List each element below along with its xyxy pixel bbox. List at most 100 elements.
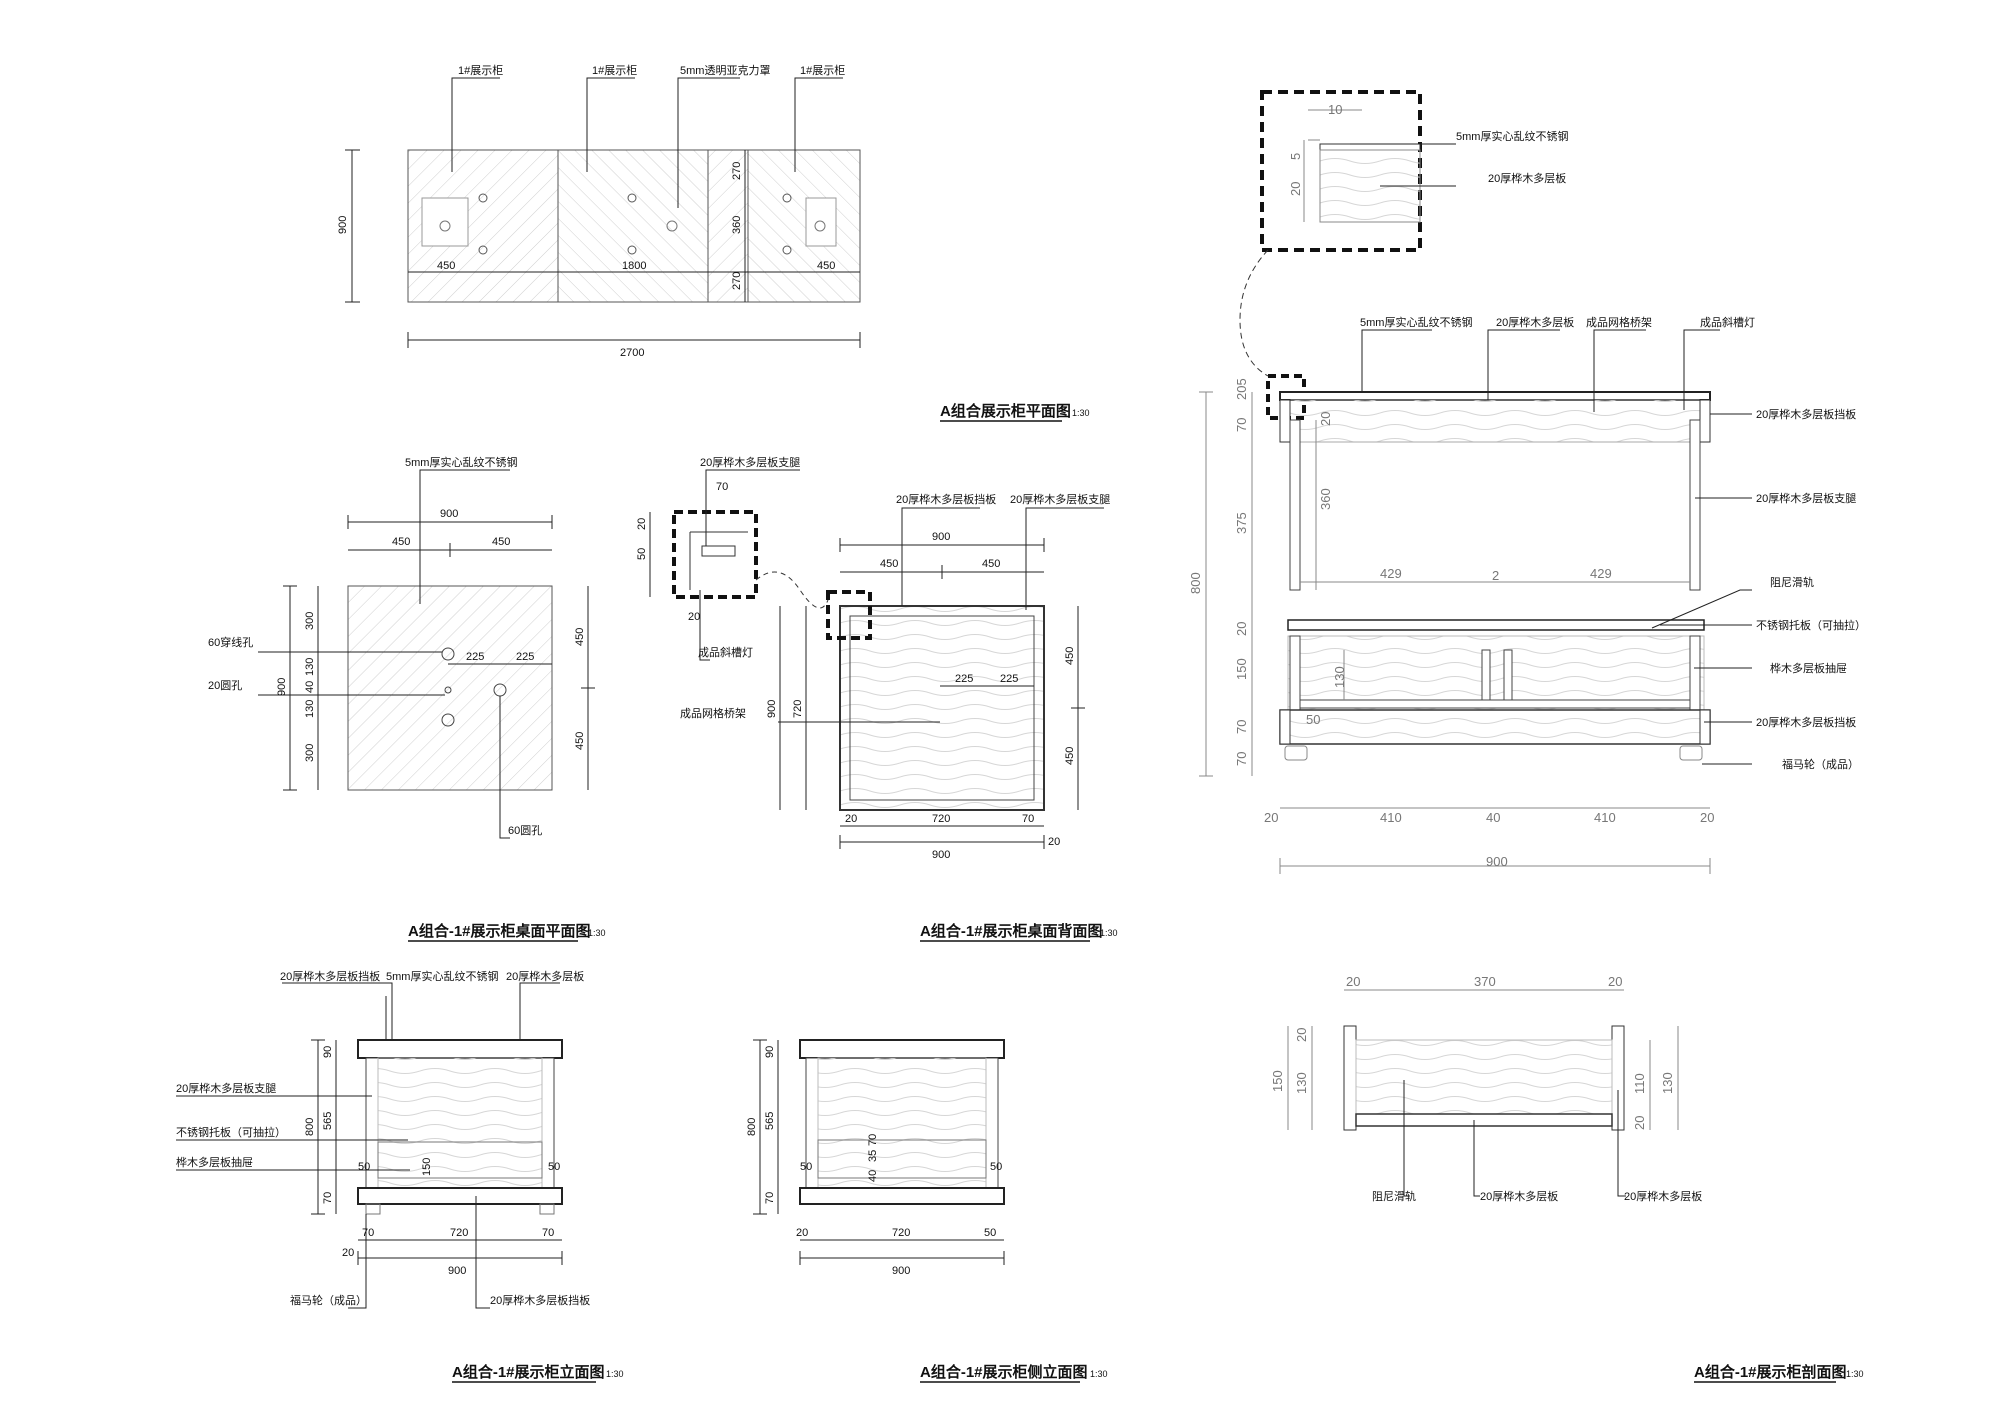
- plan-dim-360: 360: [731, 216, 743, 234]
- plan-hole: [782, 193, 792, 203]
- side-dim-800: 800: [746, 1118, 758, 1136]
- back-dim-2070a: 20: [845, 813, 857, 825]
- section-label-drawer: 桦木多层板抽屉: [1770, 661, 1847, 675]
- section-dim-375: 375: [1234, 512, 1249, 534]
- section-detail-dim-10: 10: [1328, 102, 1342, 117]
- back-dim-225a: 225: [955, 673, 973, 685]
- drawer-label-ply-b: 20厚桦木多层板: [1624, 1189, 1702, 1203]
- section-label-leg: 20厚桦木多层板支腿: [1756, 491, 1856, 505]
- top-dim-300a: 300: [304, 612, 316, 630]
- elev-label-bottom-baffle: 20厚桦木多层板挡板: [490, 1293, 590, 1307]
- section-drawer-left-side: [1289, 635, 1301, 711]
- side-top: [799, 1039, 1005, 1059]
- title-plan: A组合展示柜平面图: [940, 402, 1071, 420]
- title-back: A组合-1#展示柜桌面背面图: [920, 922, 1103, 940]
- top-label-round60: 60圆孔: [508, 824, 542, 837]
- plan-sink-right: [805, 197, 837, 247]
- back-dim-bottom900: 900: [932, 849, 950, 861]
- section-drawer-body: [1287, 635, 1705, 711]
- section-dim-40: 40: [1486, 810, 1500, 825]
- drawer-dim-20d: 20: [1632, 1116, 1647, 1130]
- back-dim-70b: 70: [1022, 813, 1034, 825]
- drawer-dim-150: 150: [1270, 1070, 1285, 1092]
- back-dim-50: 50: [636, 548, 648, 560]
- plan-acrylic-cover: [707, 149, 749, 303]
- elev-dim-20: 20: [342, 1247, 354, 1259]
- top-dim-130b: 130: [304, 700, 316, 718]
- section-label-grid: 成品网格桥架: [1586, 315, 1652, 329]
- section-top-ply: [1279, 399, 1711, 443]
- side-dim-7070: 70: [764, 1192, 776, 1204]
- elev-dim-70a: 70: [362, 1227, 374, 1239]
- elev-dim-7070: 70: [322, 1192, 334, 1204]
- section-detail-label-ply: 20厚桦木多层板: [1488, 171, 1566, 185]
- back-dim-450c: 450: [1064, 647, 1076, 665]
- plan-label-cabinet-c: 1#展示柜: [800, 64, 845, 77]
- section-dim-70c: 70: [1234, 752, 1249, 766]
- top-label-hole20: 20圆孔: [208, 679, 242, 692]
- detail-link: [755, 571, 829, 609]
- side-dim-70: 70: [867, 1134, 879, 1146]
- section-baffle-right: [1699, 399, 1711, 443]
- top-dim-450d: 450: [574, 732, 586, 750]
- section-dim-900: 900: [1486, 854, 1508, 869]
- plan-dim-depth: 900: [337, 216, 349, 234]
- back-dim-70: 70: [716, 481, 728, 493]
- plan-dim-270a: 270: [731, 162, 743, 180]
- back-dim-depth: 900: [766, 700, 778, 718]
- section-base: [1279, 709, 1711, 745]
- drawer-section-body: [1355, 1039, 1613, 1121]
- drawer-section-left: [1343, 1025, 1357, 1131]
- side-dim-565: 565: [764, 1112, 776, 1130]
- plan-hole: [666, 220, 678, 232]
- elev-caster: [365, 1203, 381, 1215]
- section-dim-2: 2: [1492, 568, 1499, 583]
- scale-plan: 1:30: [1072, 408, 1090, 418]
- elev-dim-565: 565: [322, 1112, 334, 1130]
- section-label-ss: 5mm厚实心乱纹不锈钢: [1360, 315, 1472, 329]
- section-drawer-bottom: [1299, 699, 1691, 709]
- back-slab: [839, 605, 1045, 811]
- elev-caster: [539, 1203, 555, 1215]
- plan-dim-right: 450: [817, 260, 835, 272]
- title-side: A组合-1#展示柜侧立面图: [920, 1363, 1088, 1381]
- side-elevation: 900 720 20 50 50 50 800 565 90 70 70 35 …: [746, 1039, 1108, 1383]
- section-dim-30: 20: [1318, 412, 1333, 426]
- plan-hole: [478, 193, 488, 203]
- section-dim-205: 205: [1234, 378, 1249, 400]
- back-dim-720: 720: [932, 813, 950, 825]
- section-top: [1279, 391, 1711, 401]
- title-top-plan: A组合-1#展示柜桌面平面图: [408, 922, 591, 940]
- elev-dim-70b: 70: [542, 1227, 554, 1239]
- top-dim-450b: 450: [492, 536, 510, 548]
- section-dim-20b: 20: [1700, 810, 1714, 825]
- scale-side: 1:30: [1090, 1369, 1108, 1379]
- top-dim-450a: 450: [392, 536, 410, 548]
- elev-dim-50b: 50: [548, 1161, 560, 1173]
- side-dim-90: 90: [764, 1046, 776, 1058]
- plan-hole: [478, 245, 488, 255]
- side-dim-2050a: 20: [796, 1227, 808, 1239]
- section-detail-dim-3: 5: [1288, 153, 1303, 160]
- section-label-ply: 20厚桦木多层板: [1496, 315, 1574, 329]
- detail-box-corner: [826, 590, 872, 640]
- section-caster: [1284, 745, 1308, 761]
- back-dim-900: 900: [932, 531, 950, 543]
- section-dim-410b: 410: [1594, 810, 1616, 825]
- section-dim-800: 800: [1188, 572, 1203, 594]
- side-base: [799, 1187, 1005, 1205]
- plan-cabinet-right: [747, 149, 861, 303]
- elev-label-drawer: 桦木多层板抽屉: [176, 1155, 253, 1169]
- section-view: 10 5 20 5mm厚实心乱纹不锈钢 20厚桦木多层板: [1188, 90, 1866, 1383]
- back-label-baffle: 20厚桦木多层板挡板: [896, 492, 996, 506]
- top-dim-900: 900: [440, 508, 458, 520]
- drawer-section-bottom: [1355, 1113, 1613, 1127]
- elev-label-leg: 20厚桦木多层板支腿: [176, 1081, 276, 1095]
- section-leg-left: [1289, 419, 1301, 591]
- section-dim-70b: 70: [1234, 720, 1249, 734]
- section-dim-70a: 70: [1234, 418, 1249, 432]
- detail-box-small: [672, 510, 758, 599]
- section-label-baffle: 20厚桦木多层板挡板: [1756, 407, 1856, 421]
- elev-top: [357, 1039, 563, 1059]
